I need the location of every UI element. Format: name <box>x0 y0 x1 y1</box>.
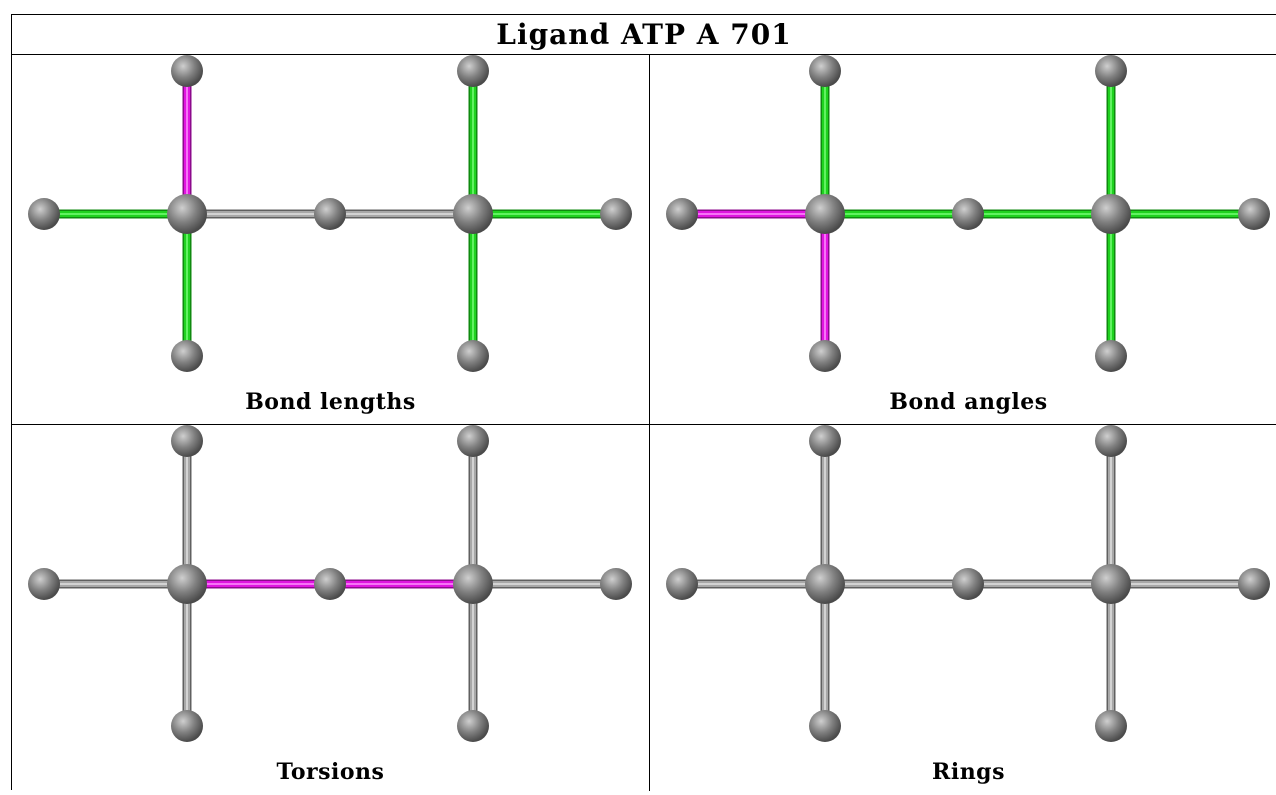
atom <box>453 194 493 234</box>
atom <box>952 198 984 230</box>
atom <box>666 568 698 600</box>
atom <box>28 568 60 600</box>
panel-bond-angles: Bond angles <box>650 55 1276 425</box>
atom <box>171 55 203 87</box>
atom <box>171 425 203 457</box>
atom <box>1238 568 1270 600</box>
atom <box>809 425 841 457</box>
atom <box>457 425 489 457</box>
atom <box>805 194 845 234</box>
atom <box>1091 194 1131 234</box>
atom <box>1238 198 1270 230</box>
atom <box>453 564 493 604</box>
atom <box>809 340 841 372</box>
title-row: Ligand ATP A 701 <box>12 15 1276 55</box>
caption-bond-angles: Bond angles <box>889 389 1048 415</box>
atom <box>809 710 841 742</box>
atom <box>28 198 60 230</box>
atom <box>1095 55 1127 87</box>
caption-torsions: Torsions <box>276 759 385 785</box>
row-divider <box>12 424 1276 425</box>
panel-torsions: Torsions <box>12 425 649 795</box>
atom <box>1095 340 1127 372</box>
atom <box>171 340 203 372</box>
atom <box>1095 425 1127 457</box>
molecule-diagram-bond-lengths <box>28 55 632 372</box>
ligand-table: Ligand ATP A 701 Bond lengths Bond angle… <box>11 14 1276 791</box>
atom <box>1091 564 1131 604</box>
panel-rings: Rings <box>650 425 1276 795</box>
atom <box>171 710 203 742</box>
atom <box>666 198 698 230</box>
atom <box>809 55 841 87</box>
atom <box>167 564 207 604</box>
ligand-title: Ligand ATP A 701 <box>496 18 792 51</box>
caption-rings: Rings <box>932 759 1005 785</box>
molecule-diagram-bond-angles <box>666 55 1270 372</box>
molecule-diagram-torsions <box>28 425 632 742</box>
caption-bond-lengths: Bond lengths <box>245 389 416 415</box>
panel-bond-lengths: Bond lengths <box>12 55 649 425</box>
molecule-diagram-rings <box>666 425 1270 742</box>
atom <box>1095 710 1127 742</box>
atom <box>600 568 632 600</box>
atom <box>167 194 207 234</box>
atom <box>600 198 632 230</box>
atom <box>952 568 984 600</box>
column-divider <box>649 54 650 791</box>
atom <box>314 198 346 230</box>
atom <box>457 55 489 87</box>
atom <box>457 340 489 372</box>
atom <box>805 564 845 604</box>
atom <box>457 710 489 742</box>
atom <box>314 568 346 600</box>
